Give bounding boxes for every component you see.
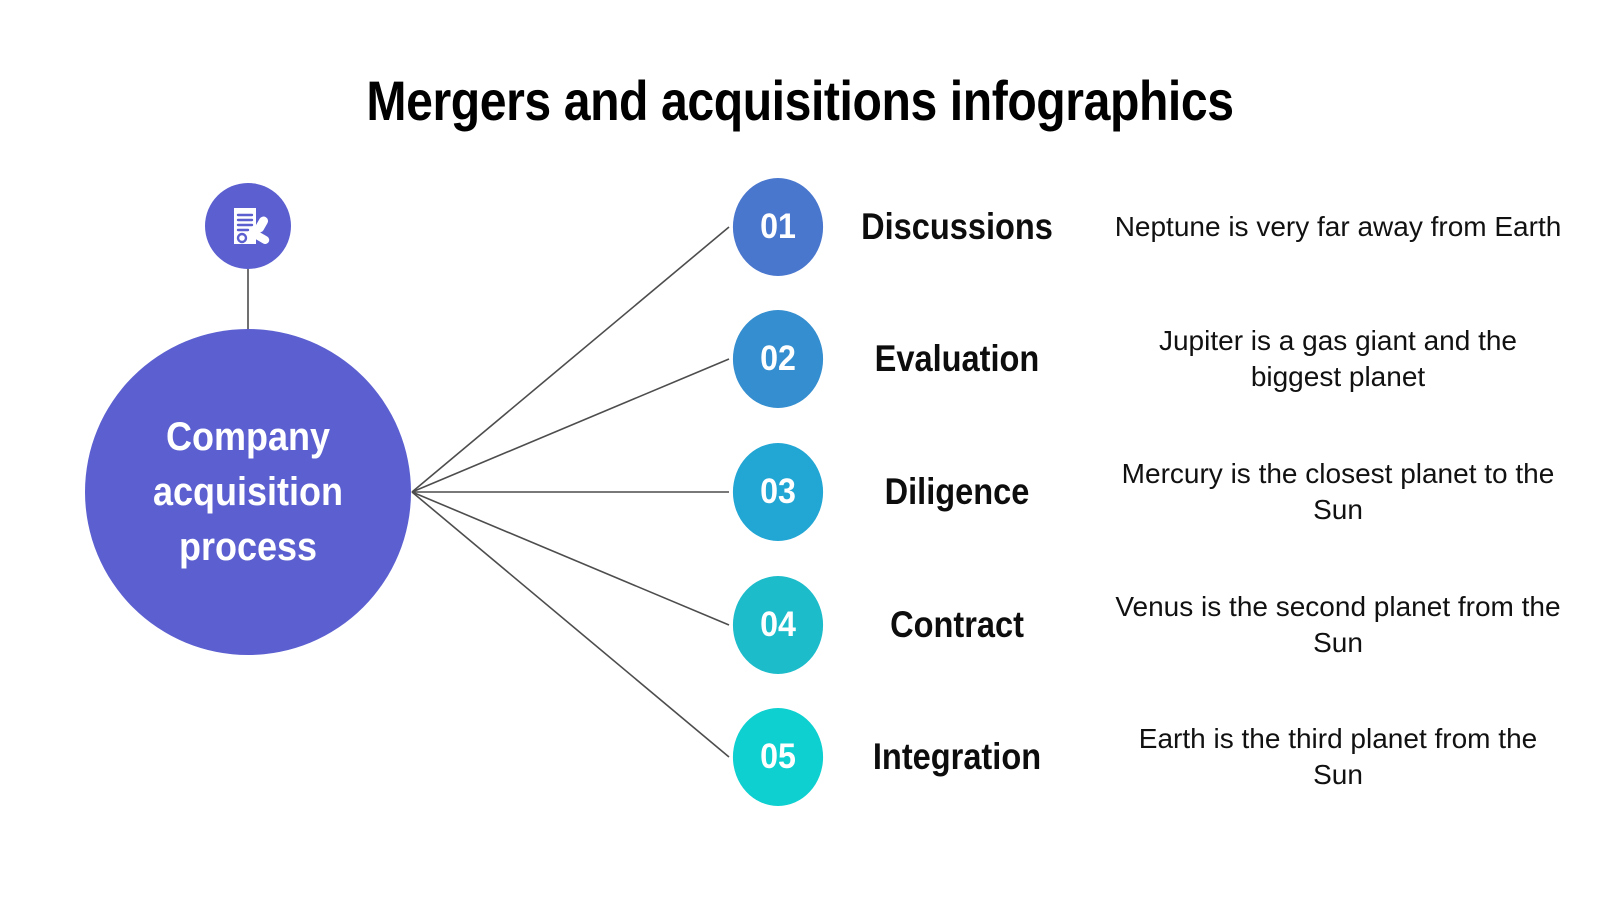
step-title-1: Discussions — [861, 206, 1053, 247]
step-number-circle-1[interactable]: 01 — [732, 178, 824, 276]
step-description-2: Jupiter is a gas giant and the biggest p… — [1158, 325, 1517, 392]
step-row-1: 01 Discussions Neptune is very far away … — [729, 178, 1589, 276]
step-title-4: Contract — [890, 604, 1024, 645]
step-row-5: 05 Integration Earth is the third planet… — [729, 708, 1589, 806]
connector-hub-to-step-2 — [411, 358, 730, 493]
step-number-circle-2[interactable]: 02 — [732, 310, 824, 408]
connector-hub-to-step-4 — [411, 491, 730, 626]
step-number-circle-5[interactable]: 05 — [732, 708, 824, 806]
page-title: Mergers and acquisitions infographics — [366, 69, 1234, 132]
hub-label: Company acquisition process — [152, 414, 344, 569]
step-description-5: Earth is the third planet from the Sun — [1138, 723, 1538, 790]
step-description-4: Venus is the second planet from the Sun — [1115, 591, 1561, 658]
step-row-4: 04 Contract Venus is the second planet f… — [729, 576, 1589, 674]
step-title-2: Evaluation — [874, 338, 1040, 379]
document-stamp-icon-circle — [205, 183, 291, 269]
step-row-2: 02 Evaluation Jupiter is a gas giant and… — [729, 310, 1589, 408]
step-description-3: Mercury is the closest planet to the Sun — [1121, 458, 1555, 525]
document-stamp-icon — [224, 202, 272, 250]
step-description-1: Neptune is very far away from Earth — [1114, 211, 1562, 242]
step-number-circle-4[interactable]: 04 — [732, 576, 824, 674]
step-row-3: 03 Diligence Mercury is the closest plan… — [729, 443, 1589, 541]
connector-hub-to-step-1 — [411, 226, 730, 493]
step-number-circle-3[interactable]: 03 — [732, 443, 824, 541]
connector-hub-to-step-5 — [411, 491, 730, 758]
step-title-3: Diligence — [884, 471, 1030, 512]
hub-circle: Company acquisition process — [85, 329, 411, 655]
step-title-5: Integration — [872, 736, 1042, 777]
